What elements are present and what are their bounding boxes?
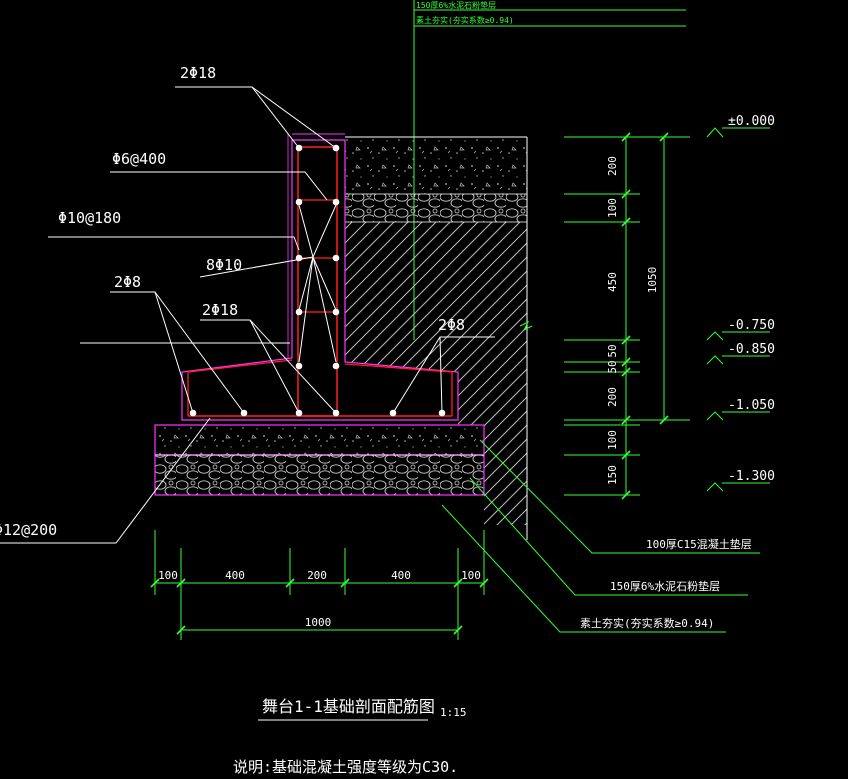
label-corner-bars: 2Φ18	[202, 301, 238, 319]
elev-1300: -1.300	[728, 469, 775, 484]
vertical-dimensions	[564, 132, 690, 500]
hdim-400-right: 400	[391, 569, 411, 582]
title-block: 舞台1-1基础剖面配筋图 1:15 说明:基础混凝土强度等级为C30.	[233, 697, 467, 776]
label-stirrup: Φ6@400	[112, 150, 166, 168]
label-right-bars: 2Φ8	[438, 316, 465, 334]
rebar-leaders	[0, 86, 495, 544]
elev-0850: -0.850	[728, 342, 775, 357]
label-mid-bars: 8Φ10	[206, 256, 242, 274]
top-note-1: 150厚6%水泥石粉垫层	[416, 0, 496, 10]
layer-callout-texts: 100厚C15混凝土垫层 150厚6%水泥石粉垫层 素土夯实(夯实系数≥0.94…	[580, 537, 752, 630]
horizontal-dimensions	[150, 530, 489, 640]
layer-callouts	[441, 439, 760, 633]
label-top-bars: 2Φ18	[180, 64, 216, 82]
hdim-400-left: 400	[225, 569, 245, 582]
hdim-200: 200	[307, 569, 327, 582]
drawing-title: 舞台1-1基础剖面配筋图	[262, 697, 435, 716]
vdim-200-top: 200	[606, 156, 619, 176]
backfill-layers	[345, 136, 533, 540]
bedding-layers	[154, 424, 485, 496]
vdim-50-b: 50	[606, 360, 619, 373]
rebar-cage	[187, 144, 453, 417]
note-stone-bedding: 150厚6%水泥石粉垫层	[610, 579, 720, 593]
vdim-total-1050: 1050	[646, 267, 659, 294]
vdim-200-bottom: 200	[606, 387, 619, 407]
drawing-scale: 1:15	[440, 706, 467, 719]
footing-outline	[181, 133, 459, 421]
vdim-150: 150	[606, 465, 619, 485]
hdim-100-left: 100	[158, 569, 178, 582]
hdim-100-right: 100	[461, 569, 481, 582]
drawing-note: 说明:基础混凝土强度等级为C30.	[233, 758, 458, 776]
label-left-bars: 2Φ8	[114, 273, 141, 291]
vdim-50-a: 50	[606, 344, 619, 357]
note-concrete-bedding: 100厚C15混凝土垫层	[646, 537, 752, 551]
rebar-labels: 2Φ18 Φ6@400 Φ10@180 8Φ10 2Φ8 2Φ18 2Φ8 Φ1…	[0, 64, 465, 539]
hdim-total-1000: 1000	[305, 616, 332, 629]
elevation-markers	[706, 127, 770, 492]
top-note-2: 素土夯实(夯实系数≥0.94)	[416, 15, 514, 25]
vertical-dimension-values: 200 100 450 50 50 200 100 150 1050	[606, 156, 659, 485]
horizontal-dimension-values: 100 400 200 400 100 1000	[158, 569, 481, 629]
vdim-100-b: 100	[606, 430, 619, 450]
elev-1050: -1.050	[728, 398, 775, 413]
elev-0000: ±0.000	[728, 114, 775, 129]
elevation-labels: ±0.000 -0.750 -0.850 -1.050 -1.300	[728, 114, 775, 484]
label-wall-dist: Φ10@180	[58, 209, 121, 227]
note-compacted-soil: 素土夯实(夯实系数≥0.94)	[580, 616, 714, 630]
vdim-100-a: 100	[606, 198, 619, 218]
elev-0750: -0.750	[728, 318, 775, 333]
label-base-bars: Φ12@200	[0, 521, 57, 539]
vdim-450: 450	[606, 272, 619, 292]
